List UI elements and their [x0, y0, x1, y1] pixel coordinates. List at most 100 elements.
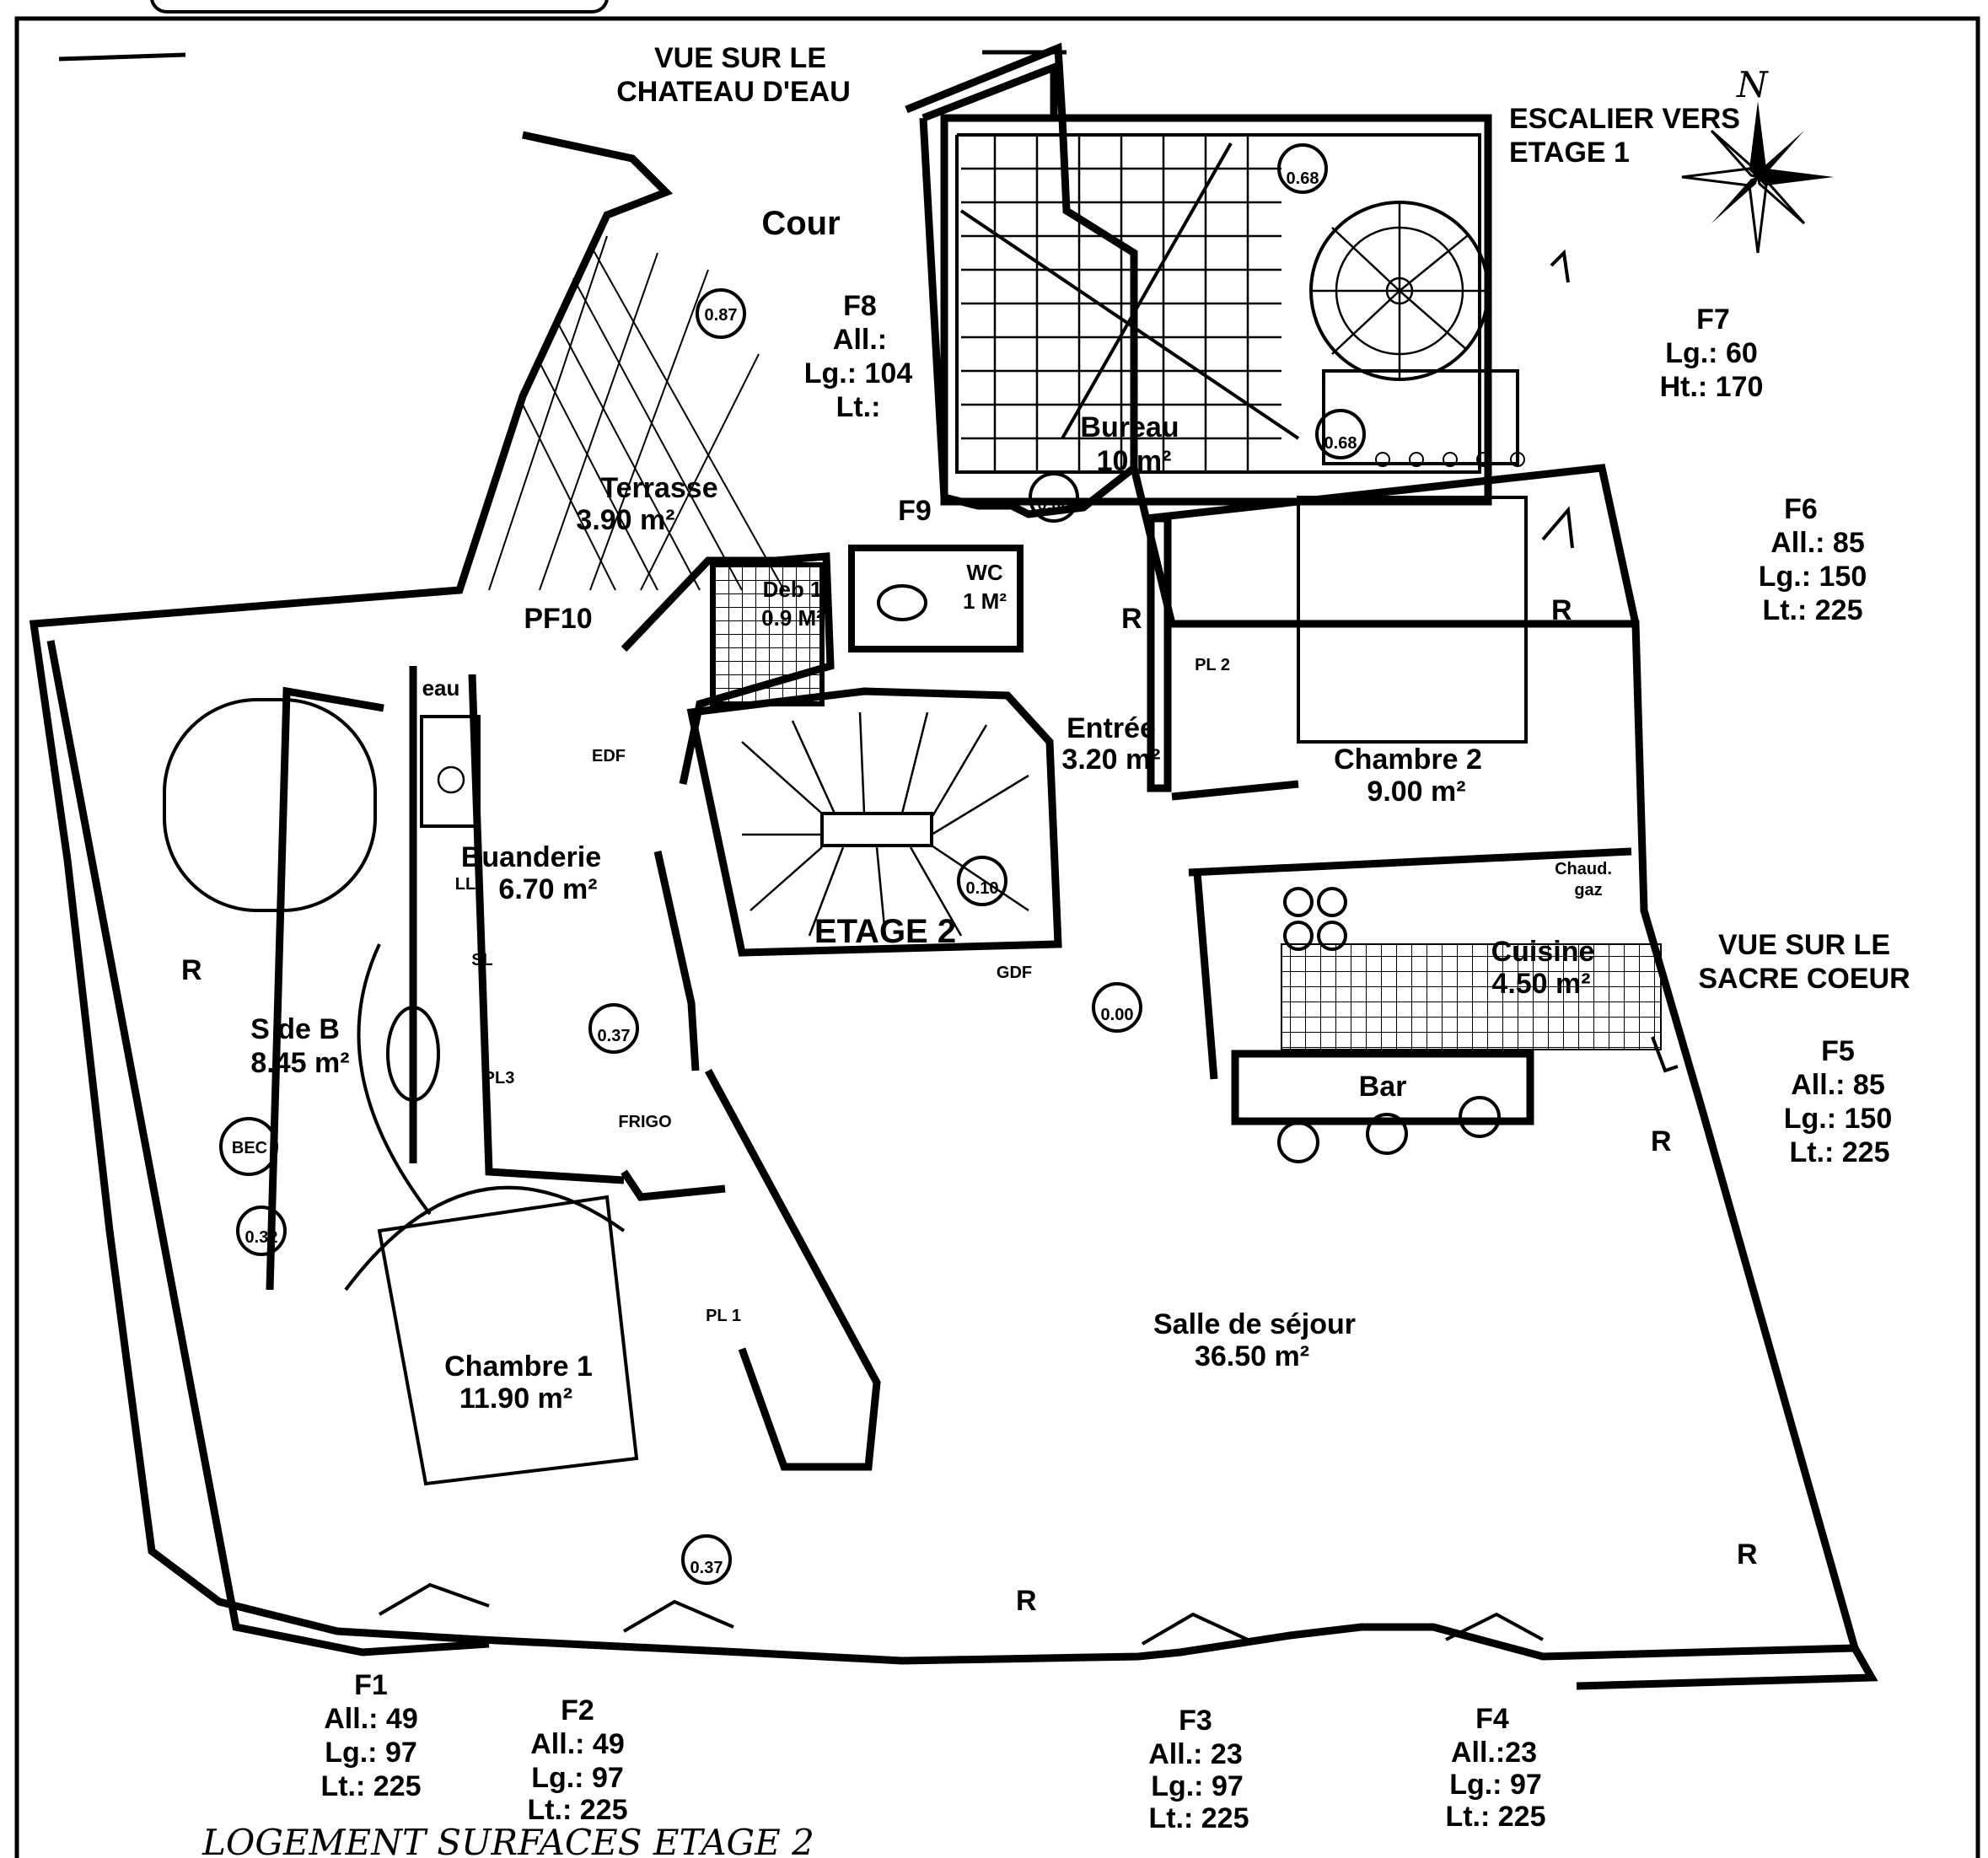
room-terrasse: Terrasse — [600, 472, 717, 504]
room-sejour: Salle de séjour — [1153, 1308, 1356, 1340]
window-f1-lg: Lg.: 97 — [325, 1737, 417, 1769]
view-top-line1: VUE SUR LE — [654, 42, 826, 74]
window-f7-ht: Ht.: 170 — [1660, 371, 1764, 403]
level-010: 0.10 — [966, 879, 999, 898]
label-pf10: PF10 — [524, 603, 592, 635]
radiator: R — [1737, 1538, 1758, 1571]
label-frigo: FRIGO — [618, 1113, 671, 1131]
room-sdb: S de B — [250, 1013, 340, 1045]
label-gdf: GDF — [997, 964, 1032, 982]
room-entree: Entrée — [1067, 712, 1156, 744]
level-032: 0.32 — [245, 1228, 278, 1247]
view-right-line2: SACRE COEUR — [1698, 963, 1910, 995]
window-f1-lt: Lt.: 225 — [320, 1770, 421, 1802]
stairs-up-line2: ETAGE 1 — [1509, 137, 1630, 169]
window-f5-lg: Lg.: 150 — [1784, 1103, 1892, 1135]
level-068b: 0.68 — [1324, 434, 1357, 453]
floor-label: ETAGE 2 — [814, 913, 956, 950]
interior-walls — [266, 464, 1640, 1471]
window-f6-lt: Lt.: 225 — [1762, 594, 1862, 626]
view-right-line1: VUE SUR LE — [1718, 929, 1890, 961]
compass-north: N — [1736, 64, 1769, 105]
top-tab — [150, 0, 609, 13]
window-f4-lg: Lg.: 97 — [1449, 1769, 1542, 1801]
window-f2-lt: Lt.: 225 — [527, 1794, 627, 1826]
area-chambre1: 11.90 m² — [459, 1383, 572, 1415]
shower-arc — [357, 943, 432, 1216]
chambre1-bed — [377, 1195, 639, 1486]
level-006: 0.06 — [1038, 496, 1071, 514]
radiator: R — [1016, 1585, 1037, 1617]
page-border — [14, 16, 1980, 1858]
label-chaud1: Chaud. — [1555, 860, 1612, 878]
area-cuisine: 4.50 m² — [1491, 968, 1590, 1000]
label-edf: EDF — [592, 747, 626, 765]
view-top-line2: CHATEAU D'EAU — [616, 76, 851, 108]
window-f2-id: F2 — [561, 1694, 594, 1726]
stairs-up-line1: ESCALIER VERS — [1509, 103, 1740, 135]
area-terrasse: 3.90 m² — [576, 504, 674, 536]
window-f1-id: F1 — [354, 1669, 388, 1701]
terrasse-tiles — [488, 235, 785, 591]
window-f3-lt: Lt.: 225 — [1148, 1802, 1249, 1834]
handwritten-note: LOGEMENT SURFACES ETAGE 2 — [201, 1822, 814, 1858]
window-f8-lg: Lg.: 104 — [804, 357, 913, 389]
window-f6-all: All.: 85 — [1770, 527, 1864, 559]
window-f5-id: F5 — [1821, 1035, 1855, 1067]
room-bureau: Bureau — [1080, 411, 1179, 443]
area-entree: 3.20 m² — [1061, 744, 1160, 776]
label-sl: SL — [471, 951, 493, 969]
room-cuisine: Cuisine — [1491, 936, 1595, 968]
label-eau: eau — [422, 675, 460, 701]
chambre2-bed — [1297, 496, 1528, 744]
room-bar: Bar — [1359, 1071, 1407, 1103]
window-f2-lg: Lg.: 97 — [531, 1762, 624, 1794]
label-ll: LL — [455, 875, 476, 894]
bathtub — [163, 698, 377, 912]
bureau-area — [940, 114, 1525, 506]
radiator: R — [1121, 603, 1142, 635]
label-pl1: PL 1 — [706, 1307, 741, 1325]
window-f5-all: All.: 85 — [1791, 1069, 1884, 1101]
cuisine-tiles — [1281, 943, 1662, 1050]
room-deb: Deb 1 — [763, 577, 823, 602]
window-f1-all: All.: 49 — [324, 1703, 417, 1735]
window-f7-lg: Lg.: 60 — [1665, 337, 1758, 369]
labels: VUE SUR LE CHATEAU D'EAU ESCALIER VERS E… — [181, 42, 1910, 1858]
level-markers — [236, 143, 1366, 1585]
wc-toilet — [877, 584, 927, 621]
area-sejour: 36.50 m² — [1195, 1340, 1309, 1372]
window-f4-id: F4 — [1475, 1703, 1509, 1735]
area-buanderie: 6.70 m² — [498, 873, 597, 905]
level-037a: 0.37 — [598, 1027, 631, 1045]
window-bays — [378, 249, 1679, 1646]
sink-sdb — [386, 1006, 440, 1102]
area-wc: 1 M² — [963, 588, 1007, 614]
label-pl3: PL3 — [484, 1069, 515, 1087]
area-bureau: 10 m² — [1097, 445, 1172, 477]
level-087: 0.87 — [705, 306, 738, 325]
window-f8-lt: Lt.: — [836, 391, 881, 423]
view-line-left — [58, 52, 186, 62]
window-f6-lg: Lg.: 150 — [1759, 561, 1867, 593]
room-buanderie: Buanderie — [461, 841, 601, 873]
window-f7-id: F7 — [1696, 303, 1730, 336]
window-f4-all: All.:23 — [1451, 1737, 1537, 1769]
label-f9: F9 — [898, 495, 932, 527]
room-wc: WC — [966, 560, 1003, 585]
window-f8-all: All.: — [833, 324, 887, 356]
level-000: 0.00 — [1101, 1006, 1134, 1024]
room-cour: Cour — [761, 205, 840, 242]
hob — [1283, 887, 1347, 951]
window-f6-id: F6 — [1784, 493, 1818, 525]
radiator: R — [1551, 594, 1572, 626]
level-068a: 0.68 — [1287, 169, 1319, 188]
window-f8-id: F8 — [843, 290, 877, 322]
window-f2-all: All.: 49 — [530, 1728, 624, 1760]
label-chaud2: gaz — [1574, 881, 1602, 899]
level-037b: 0.37 — [690, 1559, 723, 1577]
label-bec: BEC — [232, 1139, 267, 1157]
central-stair — [686, 687, 1062, 957]
window-f4-lt: Lt.: 225 — [1445, 1801, 1545, 1833]
